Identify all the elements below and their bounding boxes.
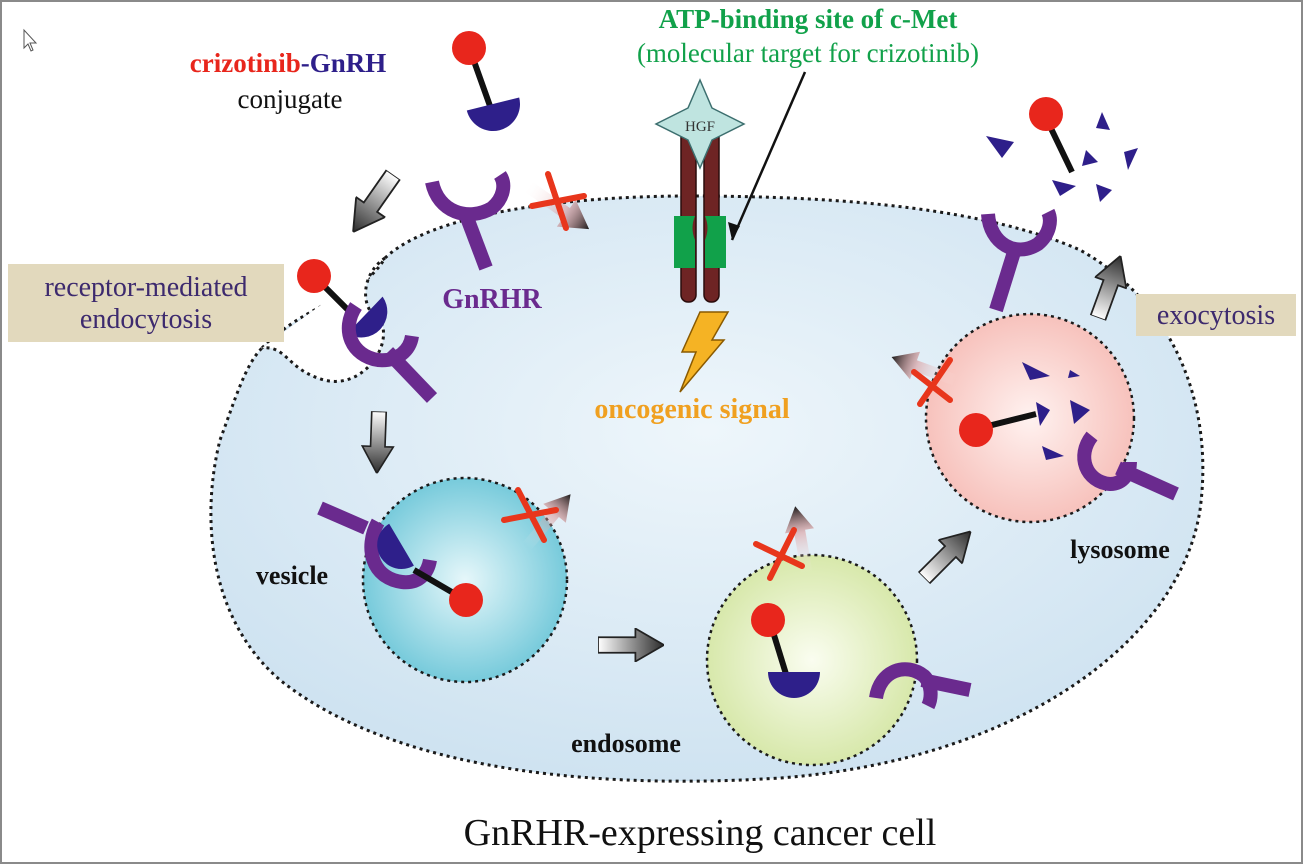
block-x-vesicle [501,487,559,543]
block-x-top [529,171,587,231]
exocytosed-receptor [981,208,1057,313]
degraded-fragments [986,97,1138,202]
gnrhr-receptor-top [425,171,511,271]
title-dash: - [301,48,310,78]
lysosome-label: lysosome [1070,535,1170,564]
atp-binding-site [674,216,726,268]
endocytosis-label-box [8,264,284,342]
block-x-endosome [753,527,805,581]
exocytosis-label-box [1136,294,1296,336]
vesicle-label: vesicle [256,561,328,590]
atp-pointer-line [730,71,807,241]
vesicle-complex [317,501,483,617]
hgf-ligand: HGF [654,78,746,170]
cursor-icon [23,28,38,52]
exocytosis-label: exocytosis [1157,300,1275,331]
atp-title: ATP-binding site of c-Met [659,4,958,34]
gnrhr-label: GnRHR [442,284,542,315]
lysosome-contents [959,362,1179,501]
title-drug: crizotinib [190,48,301,78]
endosome [705,553,919,767]
vesicle [361,476,569,684]
block-x-lysosome [911,357,953,407]
endocytosis-line1: receptor-mediated [44,272,247,303]
conjugate-label: conjugate [238,84,343,114]
hgf-label: HGF [685,119,715,135]
title-peptide: GnRH [310,48,387,78]
endosome-conjugate [751,603,820,698]
atp-subtitle: (molecular target for crizotinib) [637,38,979,68]
endosome-receptor [869,662,972,710]
endosome-label: endosome [571,729,681,758]
endocytosis-line2: endocytosis [80,304,212,335]
cell-caption: GnRHR-expressing cancer cell [464,812,937,854]
oncogenic-label: oncogenic signal [594,394,789,425]
conjugate-title: crizotinib-GnRH [190,48,387,78]
lightning-icon [679,311,730,393]
free-conjugate [452,31,520,131]
membrane-bound-complex [297,259,438,403]
atp-pointer-head [728,222,740,240]
